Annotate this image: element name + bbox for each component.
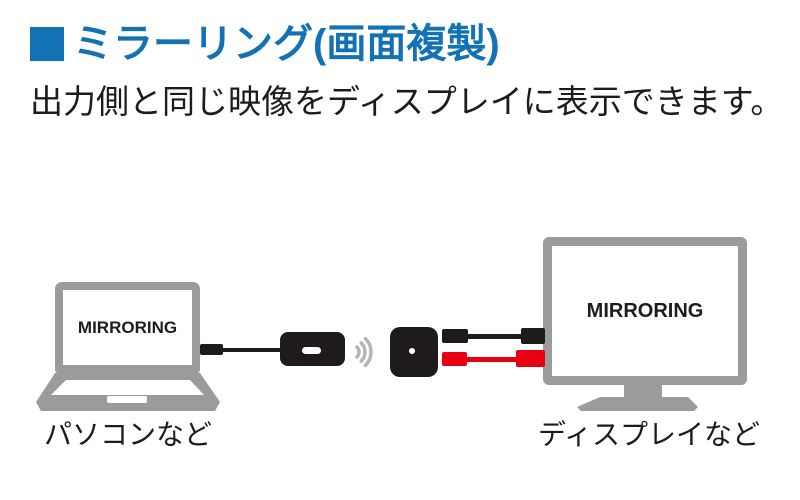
section-header: ミラーリング(画面複製) bbox=[30, 22, 500, 66]
hdmi-plug-monitor-icon bbox=[521, 328, 545, 344]
laptop-touchpad bbox=[107, 396, 147, 403]
cable-laptop-to-transmitter bbox=[220, 348, 282, 352]
laptop-usb-plug-icon bbox=[200, 344, 223, 355]
power-plug-monitor-icon bbox=[516, 350, 545, 367]
display-caption: ディスプレイなど bbox=[538, 419, 761, 450]
page-subtitle: 出力側と同じ映像をディスプレイに表示できます。 bbox=[30, 83, 784, 120]
monitor-stand-base bbox=[577, 397, 698, 411]
monitor-screen: MIRRORING bbox=[552, 246, 738, 376]
hdmi-plug-receiver-icon bbox=[442, 329, 468, 343]
power-cable-red bbox=[464, 357, 520, 362]
monitor-screen-label: MIRRORING bbox=[586, 299, 704, 322]
page-title: ミラーリング(画面複製) bbox=[73, 22, 500, 66]
power-plug-receiver-icon bbox=[442, 352, 467, 366]
receiver-led-dot bbox=[409, 348, 415, 354]
laptop-screen: MIRRORING bbox=[63, 290, 192, 365]
transmitter-slot bbox=[302, 347, 321, 354]
laptop-caption: パソコンなど bbox=[44, 419, 213, 450]
laptop-keyboard bbox=[51, 380, 204, 395]
wireless-signal-icon bbox=[355, 336, 373, 368]
laptop-screen-label: MIRRORING bbox=[77, 317, 178, 337]
monitor-stand-neck bbox=[624, 384, 662, 398]
title-bullet-square-icon bbox=[30, 27, 64, 61]
hdmi-cable-black bbox=[464, 334, 524, 339]
